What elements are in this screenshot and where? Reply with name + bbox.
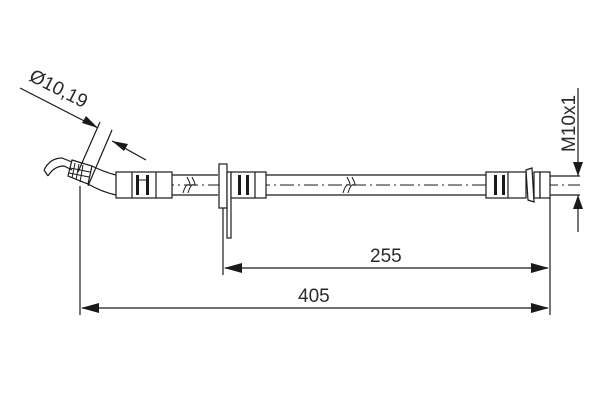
length-255-label: 255 bbox=[370, 246, 402, 267]
right-thread-fitting bbox=[485, 167, 580, 315]
left-crimp-fitting bbox=[115, 171, 173, 199]
thread-dimension: M10x1 bbox=[559, 88, 583, 232]
left-bent-fitting bbox=[43, 157, 117, 196]
diameter-label: Ø10,19 bbox=[26, 66, 91, 113]
dimension-255: 255 bbox=[224, 246, 549, 273]
mid-bracket-fitting bbox=[218, 163, 267, 275]
length-405-label: 405 bbox=[298, 286, 330, 307]
thread-label: M10x1 bbox=[559, 95, 580, 152]
diameter-dimension: Ø10,19 bbox=[19, 66, 147, 187]
dimension-405: 405 bbox=[81, 286, 549, 313]
